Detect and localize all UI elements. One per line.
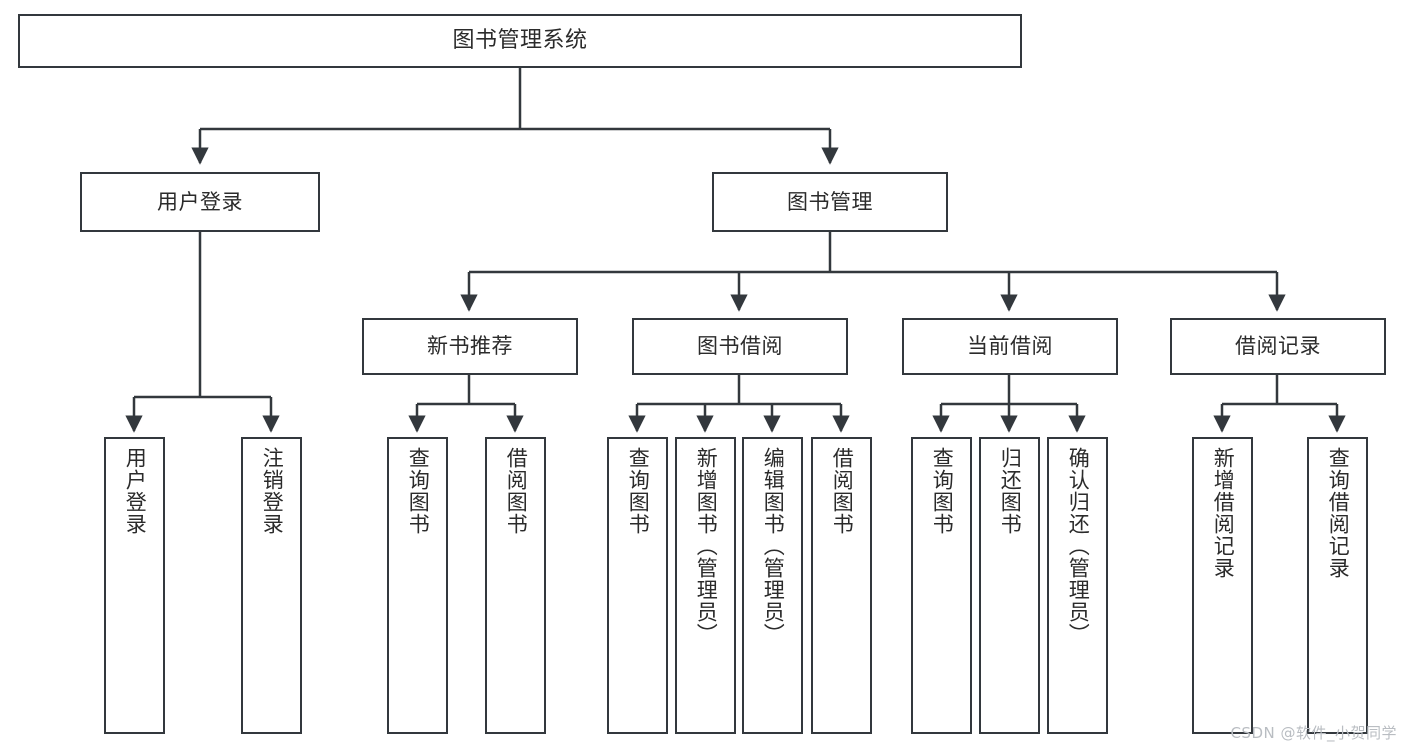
node-label: 图书管理系统 (452, 28, 588, 54)
node-label: 图书管理 (787, 189, 873, 214)
node-label: 新增借阅记录 (1211, 447, 1236, 579)
node-leaf-query-books-current[interactable]: 查询图书 (911, 437, 972, 734)
node-label: 归还图书 (998, 447, 1023, 535)
node-label: 用户登录 (157, 189, 243, 214)
node-leaf-user-login[interactable]: 用户登录 (104, 437, 165, 734)
node-label: 查询借阅记录 (1326, 447, 1351, 579)
node-label: 查询图书 (626, 447, 651, 535)
node-leaf-borrow-books[interactable]: 借阅图书 (811, 437, 872, 734)
node-label: 借阅图书 (830, 447, 855, 535)
node-label: 借阅图书 (504, 447, 529, 535)
node-label: 用户登录 (123, 447, 148, 535)
node-label: 查询图书 (930, 447, 955, 535)
node-root-system[interactable]: 图书管理系统 (18, 14, 1022, 68)
node-leaf-borrow-books-recommend[interactable]: 借阅图书 (485, 437, 546, 734)
node-current-borrow[interactable]: 当前借阅 (902, 318, 1118, 375)
node-label: 编辑图书（管理员） (761, 447, 786, 645)
node-label: 注销登录 (260, 447, 285, 535)
node-label: 确认归还（管理员） (1066, 447, 1091, 645)
node-user-login[interactable]: 用户登录 (80, 172, 320, 232)
node-leaf-add-book-admin[interactable]: 新增图书（管理员） (675, 437, 736, 734)
node-borrow-record[interactable]: 借阅记录 (1170, 318, 1386, 375)
node-leaf-confirm-return-admin[interactable]: 确认归还（管理员） (1047, 437, 1108, 734)
node-label: 图书借阅 (697, 334, 783, 359)
node-leaf-return-books[interactable]: 归还图书 (979, 437, 1040, 734)
node-new-book-recommend[interactable]: 新书推荐 (362, 318, 578, 375)
node-leaf-query-books-recommend[interactable]: 查询图书 (387, 437, 448, 734)
node-label: 查询图书 (406, 447, 431, 535)
node-leaf-query-books-borrow[interactable]: 查询图书 (607, 437, 668, 734)
node-leaf-add-borrow-record[interactable]: 新增借阅记录 (1192, 437, 1253, 734)
node-book-borrow[interactable]: 图书借阅 (632, 318, 848, 375)
node-label: 借阅记录 (1235, 334, 1321, 359)
node-book-management[interactable]: 图书管理 (712, 172, 948, 232)
node-leaf-edit-book-admin[interactable]: 编辑图书（管理员） (742, 437, 803, 734)
watermark-text: CSDN @软件_小贺同学 (1230, 724, 1397, 742)
node-leaf-logout[interactable]: 注销登录 (241, 437, 302, 734)
node-label: 当前借阅 (967, 334, 1053, 359)
node-label: 新增图书（管理员） (694, 447, 719, 645)
node-leaf-query-borrow-record[interactable]: 查询借阅记录 (1307, 437, 1368, 734)
node-label: 新书推荐 (427, 334, 513, 359)
